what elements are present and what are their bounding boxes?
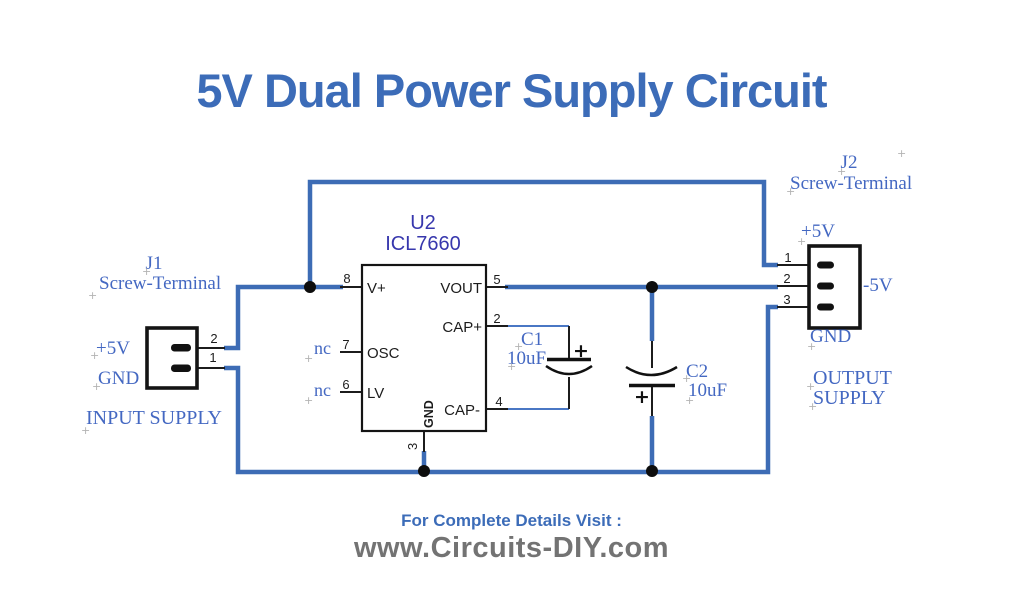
c2-curved-plate	[625, 365, 678, 377]
j1-pad-pin2	[171, 344, 191, 352]
anchor-mark: +	[897, 147, 906, 160]
junction-dot	[418, 465, 430, 477]
nc-label-pin6: nc	[314, 380, 331, 400]
anchor-mark: +	[514, 340, 523, 353]
j1-caption: INPUT SUPPLY	[86, 407, 222, 429]
ic-pin-number-6: 6	[342, 377, 349, 392]
ic-part: ICL7660	[385, 233, 461, 255]
j1-pin-number-1: 1	[209, 350, 216, 365]
anchor-mark: +	[837, 165, 846, 178]
j2-pin-number-2: 2	[783, 271, 790, 286]
anchor-mark: +	[88, 289, 97, 302]
ic-ref: U2	[410, 212, 436, 234]
junction-dot	[646, 281, 658, 293]
anchor-mark: +	[81, 424, 90, 437]
junction-dot	[646, 465, 658, 477]
c1-value: 10uF	[507, 348, 546, 369]
j1-pad-pin1	[171, 364, 191, 372]
ic-pin-label-capminus: CAP-	[444, 402, 480, 419]
anchor-mark: +	[304, 394, 313, 407]
j1-type: Screw-Terminal	[99, 273, 221, 294]
anchor-mark: +	[142, 265, 151, 278]
anchor-mark: +	[304, 352, 313, 365]
j2-pin-number-1: 1	[784, 250, 791, 265]
nc-label-pin7: nc	[314, 338, 331, 358]
anchor-mark: +	[808, 400, 817, 413]
anchor-mark: +	[682, 372, 691, 385]
ic-body	[360, 263, 488, 433]
j2-pin-number-3: 3	[783, 292, 790, 307]
j1-ref: J1	[146, 253, 163, 274]
ic-pin-number-4: 4	[495, 394, 502, 409]
wire-ground-loop	[224, 304, 778, 475]
j2-caption-line1: OUTPUT	[813, 367, 892, 389]
j2-ref: J2	[841, 152, 858, 173]
anchor-mark: +	[685, 394, 694, 407]
c1-polarity-mark: +	[573, 340, 589, 362]
footer-visit-text: For Complete Details Visit :	[401, 511, 622, 530]
j1-connector-body	[145, 326, 199, 390]
j1-pin-number-2: 2	[210, 331, 217, 346]
ic-pin-number-8: 8	[343, 271, 350, 286]
c2-ref: C2	[686, 361, 708, 382]
anchor-mark: +	[92, 380, 101, 393]
anchor-mark: +	[786, 185, 795, 198]
c1-curved-plate	[545, 364, 593, 376]
c2-value: 10uF	[688, 380, 727, 401]
wire-j1-pin2-to-vplus	[224, 284, 343, 351]
j2-connector-body	[807, 244, 862, 330]
ic-pin-label-lv: LV	[367, 385, 384, 402]
ic-pin-number-7: 7	[342, 337, 349, 352]
junction-dot	[304, 281, 316, 293]
ic-pin-number-2: 2	[493, 311, 500, 326]
j2-minus5v-label: -5V	[863, 275, 893, 296]
c1-ref: C1	[521, 329, 543, 350]
footer-website-url: www.Circuits-DIY.com	[353, 532, 670, 564]
anchor-mark: +	[90, 349, 99, 362]
ic-pin-number-5: 5	[493, 272, 500, 287]
ic-pin-label-vout: VOUT	[440, 280, 482, 297]
ic-pin-number-3: 3	[405, 443, 420, 450]
anchor-mark: +	[807, 340, 816, 353]
wire-top-rail-vplus-to-j2pin1	[307, 179, 778, 287]
j1-plus5v-label: +5V	[96, 338, 130, 359]
ic-pin-label-osc: OSC	[367, 345, 400, 362]
ic-pin-label-vplus: V+	[367, 280, 386, 297]
j2-caption-line2: SUPPLY	[813, 387, 885, 409]
anchor-mark: +	[806, 380, 815, 393]
ic-pin-label-capplus: CAP+	[442, 319, 482, 336]
j2-type: Screw-Terminal	[790, 173, 912, 194]
j2-pad-pin2	[817, 282, 834, 290]
j2-plus5v-label: +5V	[801, 221, 835, 242]
ic-pin-label-gnd: GND	[422, 400, 436, 428]
c2-polarity-mark: +	[634, 386, 650, 408]
j2-gnd-label: GND	[810, 326, 851, 347]
j2-pad-pin3	[817, 303, 834, 311]
anchor-mark: +	[507, 360, 516, 373]
anchor-mark: +	[797, 235, 806, 248]
j2-pad-pin1	[817, 261, 834, 269]
j1-gnd-label: GND	[98, 368, 139, 389]
circuit-title: 5V Dual Power Supply Circuit	[196, 64, 827, 117]
